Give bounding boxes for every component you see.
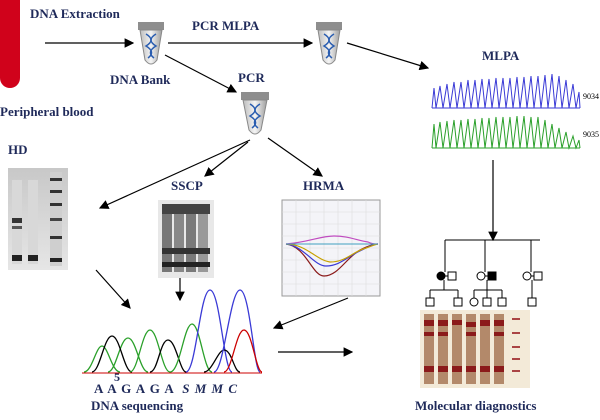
label-peripheral-blood: Peripheral blood <box>0 104 94 119</box>
label-dna-sequencing: DNA sequencing <box>91 398 184 413</box>
label-mlpa-sample-2: 9035 <box>583 130 599 139</box>
label-sscp: SSCP <box>171 178 203 193</box>
pedigree-chart <box>425 239 543 307</box>
label-hd: HD <box>8 142 28 157</box>
sequencing-chromatogram <box>82 289 263 374</box>
sscp-gel-image <box>158 200 214 278</box>
pcr-mlpa-tube-icon <box>316 22 342 65</box>
flow-arrows <box>45 38 498 357</box>
sequence-bases-plain: A A G A G A <box>94 381 175 396</box>
mlpa-electropherogram <box>430 70 581 152</box>
dna-bank-tube-icon <box>138 22 164 65</box>
hd-gel-image <box>8 168 68 270</box>
label-pcr-mlpa: PCR MLPA <box>192 18 260 33</box>
blood-tube-icon <box>0 0 20 88</box>
label-mlpa: MLPA <box>482 48 520 63</box>
label-molecular-diagnostics: Molecular diagnostics <box>415 398 537 413</box>
label-mlpa-sample-1: 9034 <box>583 92 599 101</box>
label-dna-extraction: DNA Extraction <box>30 6 120 21</box>
mlpa-trace-9034 <box>431 73 581 109</box>
mlpa-trace-9035 <box>431 115 581 150</box>
label-pcr: PCR <box>238 70 265 85</box>
pcr-tube-icon <box>241 92 269 135</box>
sequence-bases-ambiguous: S M M C <box>182 381 239 396</box>
sequence-position-marker: 5 <box>114 370 121 384</box>
label-hrma: HRMA <box>303 178 345 193</box>
sequence-bases: A A G A G A S M M C <box>94 381 238 397</box>
label-dna-bank: DNA Bank <box>110 72 171 87</box>
hrma-melt-plot <box>281 199 381 297</box>
molecular-diagnostics-gel <box>420 310 530 388</box>
